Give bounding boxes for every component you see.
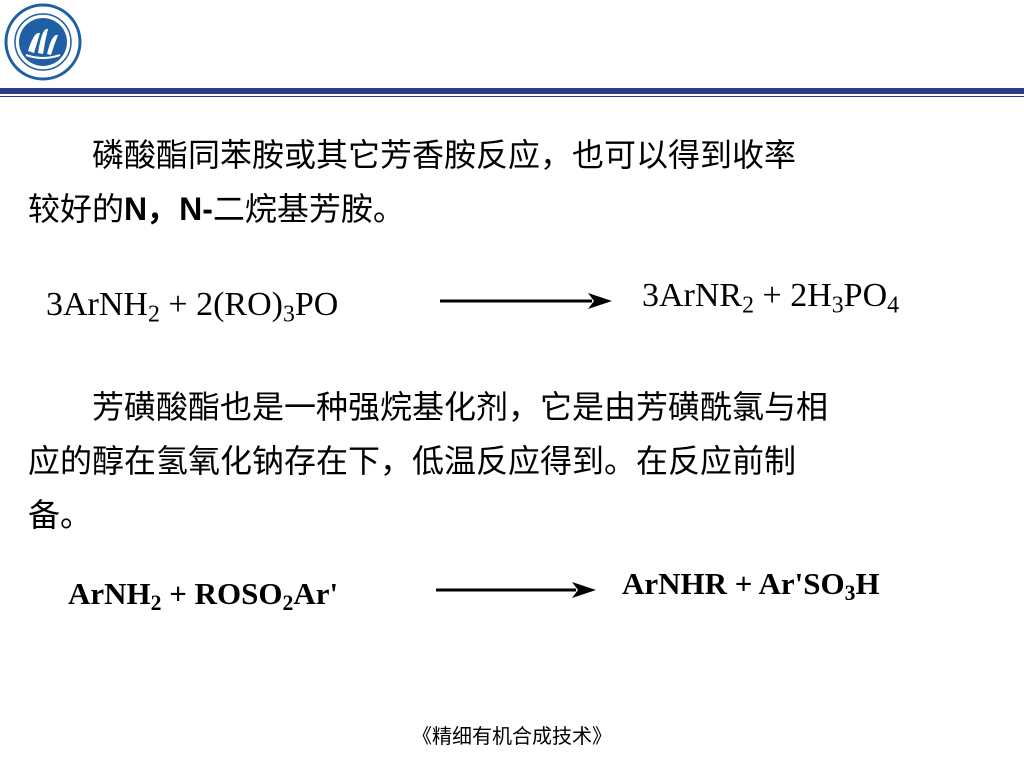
formula-subscript: 2 <box>150 591 162 616</box>
reaction1-reactants: 3ArNH2 + 2(RO)3PO <box>46 286 339 327</box>
indent <box>28 388 92 426</box>
formula-text: PO <box>294 286 339 323</box>
formula-text: 3ArNH <box>46 286 148 323</box>
formula-text: + 2(RO) <box>159 286 283 323</box>
formula-subscript: 3 <box>282 301 295 328</box>
paragraph1-text-2: 较好的 <box>28 190 125 228</box>
reaction1-products: 3ArNR2 + 2H3PO4 <box>642 277 899 318</box>
formula-text: + ROSO <box>161 576 283 611</box>
formula-subscript: 2 <box>282 591 294 616</box>
formula-subscript: 2 <box>147 301 160 328</box>
formula-text: ArNH <box>68 576 151 611</box>
formula-text: 3ArNR <box>642 277 743 314</box>
footer-course-title: 《精细有机合成技术》 <box>412 724 612 748</box>
paragraph-sulfonate-esters: 芳磺酸酯也是一种强烷基化剂，它是由芳磺酰氯与相 应的醇在氢氧化钠存在下，低温反应… <box>28 380 988 542</box>
formula-text: H <box>855 566 880 601</box>
formula-subscript: 2 <box>742 292 755 319</box>
header-divider-thick <box>0 88 1024 94</box>
paragraph2-line1: 芳磺酸酯也是一种强烷基化剂，它是由芳磺酰氯与相 <box>92 388 829 426</box>
formula-subscript: 3 <box>844 581 856 606</box>
formula-subscript: 3 <box>831 292 844 319</box>
header-divider-thin <box>0 96 1024 97</box>
paragraph1-bold-term: N，N- <box>124 191 213 227</box>
paragraph2-line2: 应的醇在氢氧化钠存在下，低温反应得到。在反应前制 <box>28 442 797 480</box>
institute-logo-icon <box>4 3 82 81</box>
paragraph2-line3: 备。 <box>28 496 93 534</box>
formula-text: ArNHR + Ar'SO <box>622 566 845 601</box>
paragraph-phosphate-esters: 磷酸酯同苯胺或其它芳香胺反应，也可以得到收率 较好的N，N-二烷基芳胺。 <box>28 128 988 236</box>
paragraph1-text: 磷酸酯同苯胺或其它芳香胺反应，也可以得到收率 <box>92 136 797 174</box>
reaction2-arrow-icon <box>436 582 596 598</box>
formula-subscript: 4 <box>887 292 900 319</box>
reaction2-reactants: ArNH2 + ROSO2Ar' <box>68 576 339 616</box>
formula-text: Ar' <box>293 576 339 611</box>
reaction1-arrow-icon <box>440 293 612 309</box>
reaction2-products: ArNHR + Ar'SO3H <box>622 566 880 606</box>
paragraph1-text-3: 二烷基芳胺。 <box>212 190 405 228</box>
formula-text: + 2H <box>754 277 832 314</box>
indent <box>28 136 92 174</box>
formula-text: PO <box>843 277 888 314</box>
